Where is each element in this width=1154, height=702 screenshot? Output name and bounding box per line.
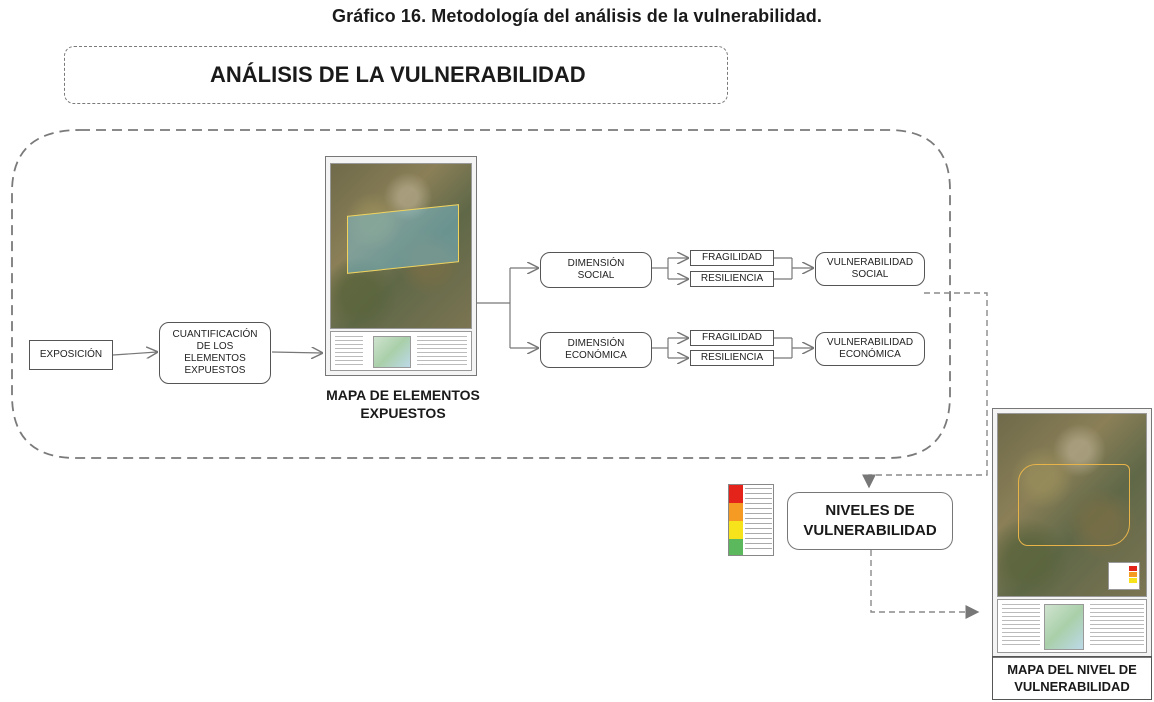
figure-caption: Gráfico 16. Metodología del análisis de … <box>332 6 822 26</box>
dashed-to-niveles <box>862 292 988 489</box>
node-exposicion: EXPOSICIÓN <box>29 340 113 370</box>
swatch-baja <box>729 539 743 555</box>
arrow-exposicion <box>112 352 157 355</box>
vulnerability-legend <box>728 484 774 556</box>
map-nivel-label: MAPA DEL NIVEL DE VULNERABILIDAD <box>992 656 1152 700</box>
process-frame <box>11 129 951 459</box>
swatch-media <box>729 521 743 539</box>
node-cuantificacion: CUANTIFICACIÓN DE LOS ELEMENTOS EXPUESTO… <box>159 322 271 384</box>
swatch-muy-alta <box>729 485 743 503</box>
map-legend-strip-final <box>997 599 1147 653</box>
node-niveles-vulnerabilidad: NIVELES DE VULNERABILIDAD <box>787 492 953 550</box>
node-dimension-economica: DIMENSIÓN ECONÓMICA <box>540 332 652 368</box>
node-vulnerabilidad-economica: VULNERABILIDAD ECONÓMICA <box>815 332 925 366</box>
section-title: ANÁLISIS DE LA VULNERABILIDAD <box>210 62 586 87</box>
satellite-image <box>330 163 472 329</box>
node-fragilidad-social: FRAGILIDAD <box>690 250 774 266</box>
map-elementos-label: MAPA DE ELEMENTOS EXPUESTOS <box>326 387 480 421</box>
section-title-frame <box>64 46 728 104</box>
node-resiliencia-social: RESILIENCIA <box>690 271 774 287</box>
dashed-to-final-map <box>870 550 980 619</box>
satellite-image-final <box>997 413 1147 597</box>
map-legend-strip <box>330 331 472 371</box>
arrow-cuantificacion <box>271 352 322 353</box>
node-fragilidad-economica: FRAGILIDAD <box>690 330 774 346</box>
node-resiliencia-economica: RESILIENCIA <box>690 350 774 366</box>
map-elementos-thumbnail <box>325 156 477 376</box>
swatch-alta <box>729 503 743 521</box>
node-dimension-social: DIMENSIÓN SOCIAL <box>540 252 652 288</box>
map-nivel-thumbnail <box>992 408 1152 658</box>
node-vulnerabilidad-social: VULNERABILIDAD SOCIAL <box>815 252 925 286</box>
